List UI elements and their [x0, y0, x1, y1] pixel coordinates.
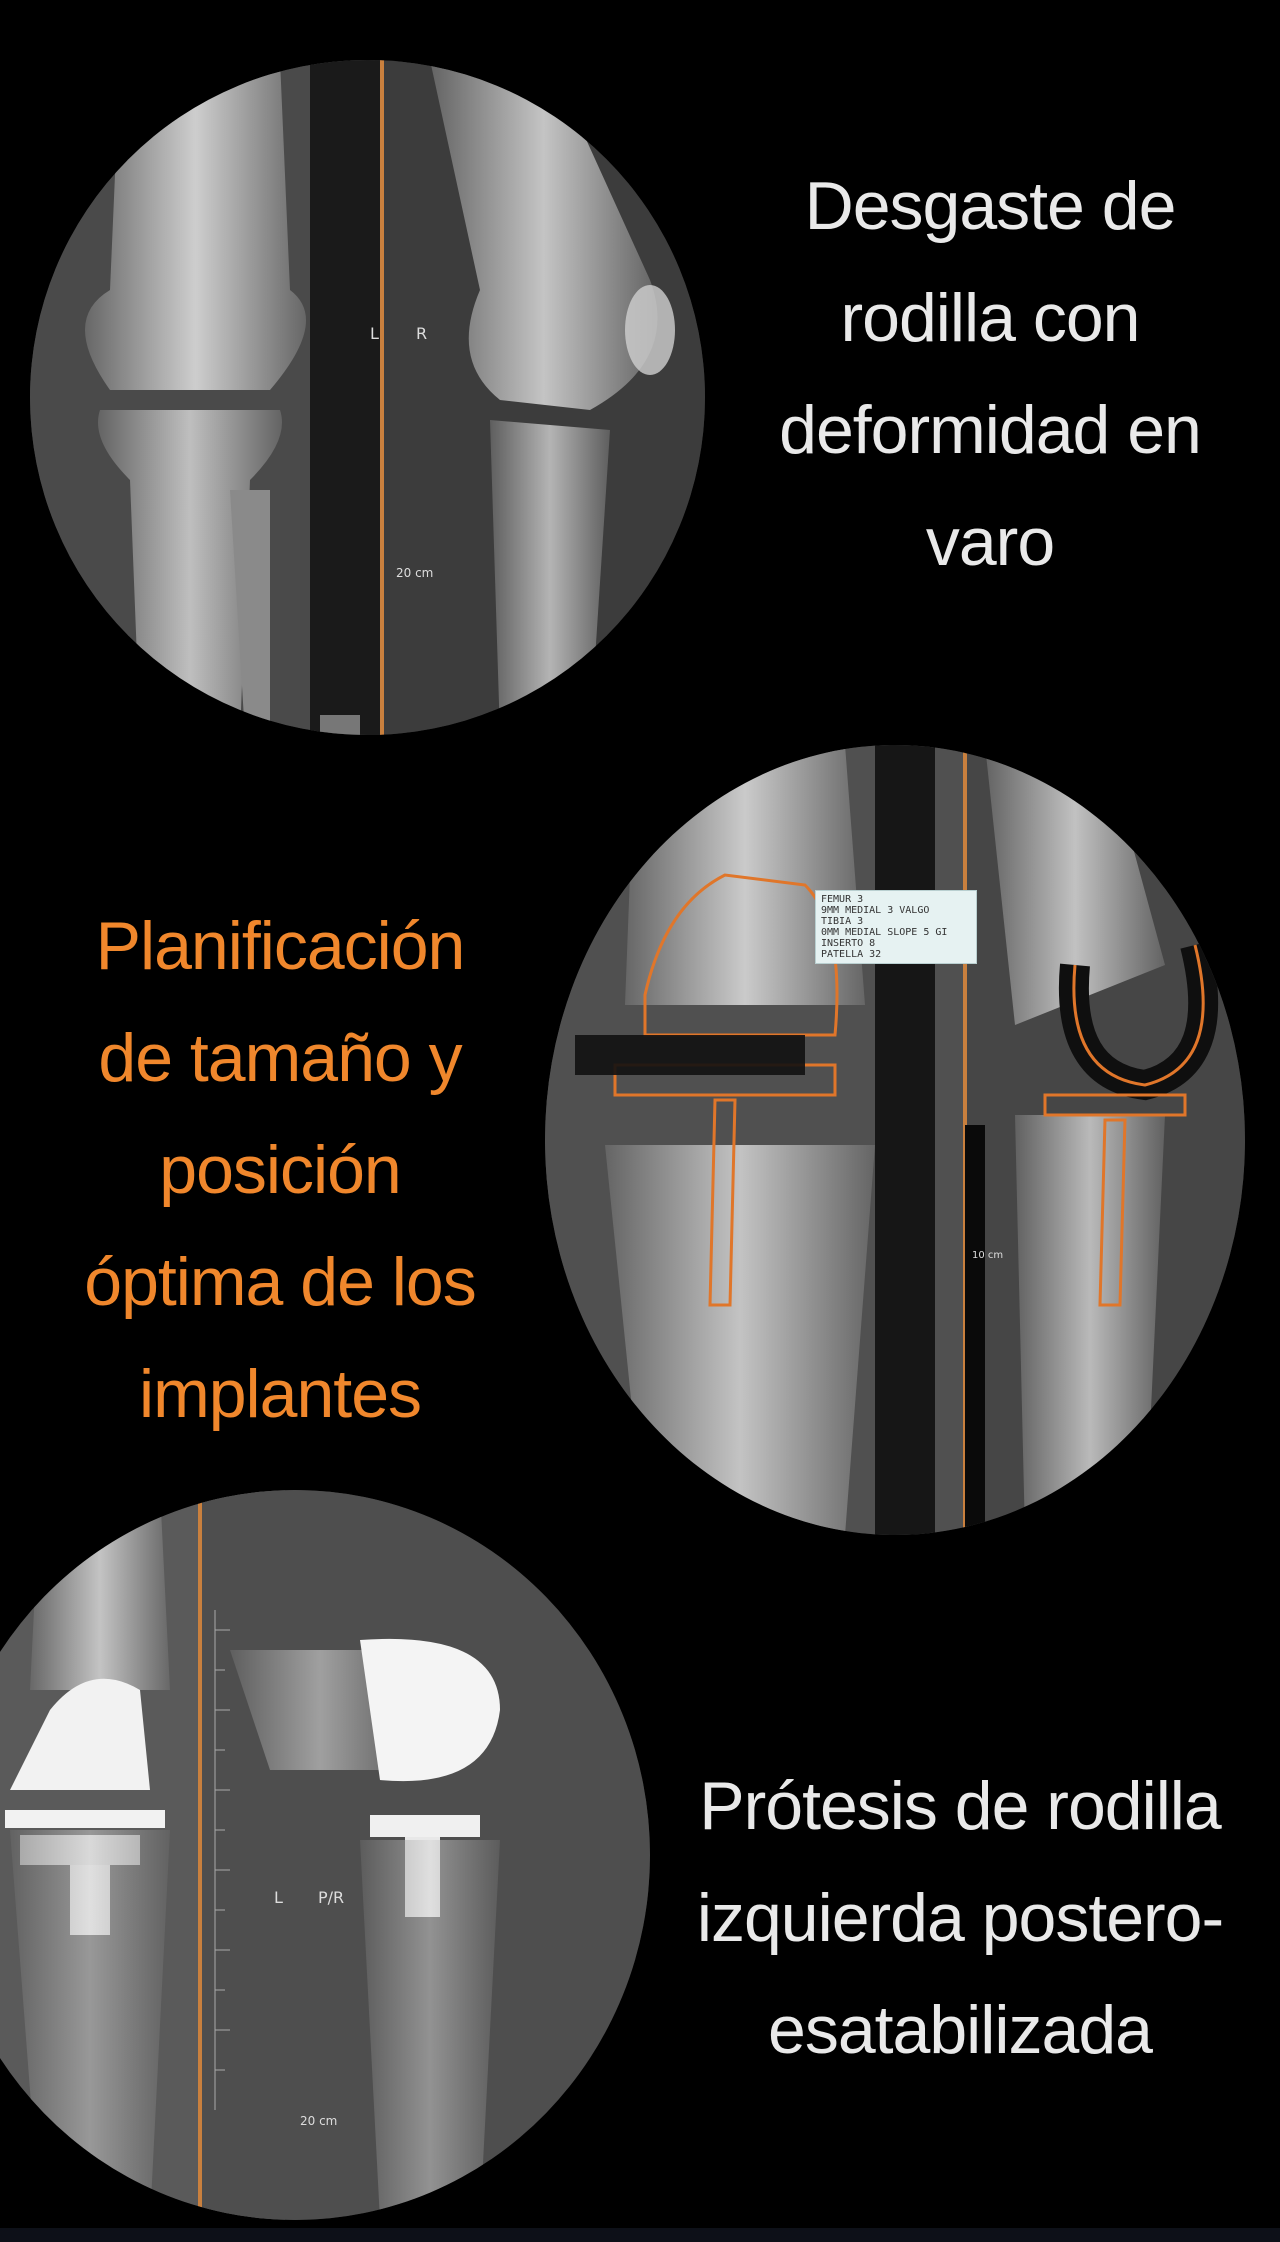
postop-scale-label: 20 cm	[300, 2114, 338, 2128]
postop-ruler-left-label: L	[274, 1888, 283, 1907]
postop-xray-graphic	[0, 1490, 650, 2220]
planning-xray-graphic	[545, 745, 1245, 1535]
caption-preop: Desgaste de rodilla con deformidad en va…	[779, 168, 1202, 580]
preop-xray-image	[30, 60, 705, 735]
scale-label: 20 cm	[396, 566, 434, 580]
planning-xray-image	[545, 745, 1245, 1535]
preop-xray-graphic	[30, 60, 705, 735]
panel-preop: L R 20 cm Desgaste de rodilla con deform…	[0, 0, 1280, 740]
caption-postop: Prótesis de rodilla izquierda postero- e…	[696, 1768, 1224, 2068]
postop-xray-image	[0, 1490, 650, 2220]
postop-ruler-right-label: P/R	[318, 1888, 345, 1907]
ruler-right-label: R	[416, 324, 428, 343]
planning-scale-label: 10 cm	[972, 1250, 1004, 1261]
planning-info-box: FEMUR 3 9MM MEDIAL 3 VALGO TIBIA 3 0MM M…	[815, 890, 977, 964]
ruler-left-label: L	[370, 324, 379, 343]
panel-planning: Planificación de tamaño y posición óptim…	[0, 740, 1280, 1540]
caption-planning: Planificación de tamaño y posición óptim…	[84, 908, 476, 1432]
panel-postop: L P/R 20 cm Prótesis de rodilla izquierd…	[0, 1490, 1280, 2228]
bottom-bar	[0, 2228, 1280, 2242]
